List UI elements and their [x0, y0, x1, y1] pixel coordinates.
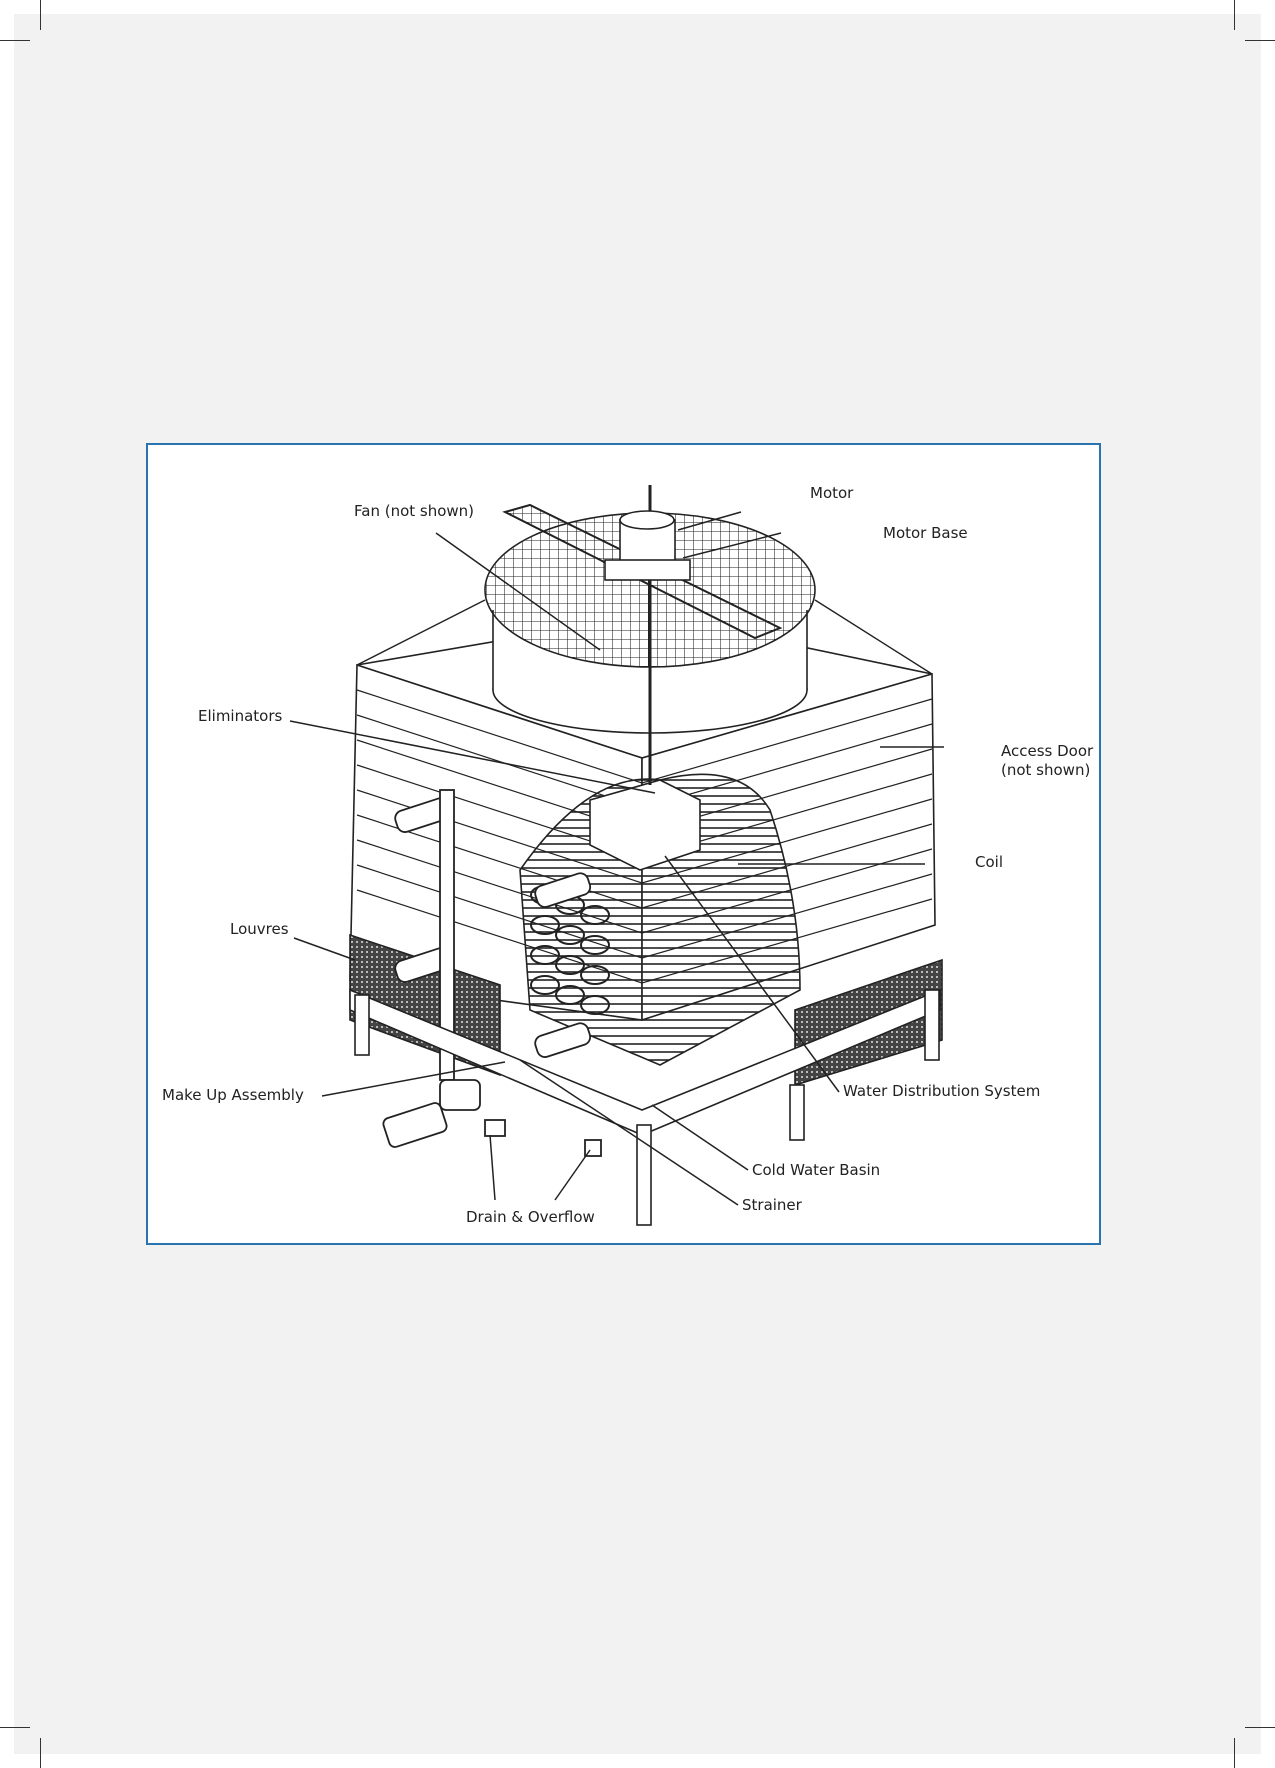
- label-motor: Motor: [810, 484, 854, 502]
- tower-body: [350, 485, 942, 1225]
- label-motor-base: Motor Base: [883, 524, 968, 542]
- label-fan: Fan (not shown): [354, 502, 474, 520]
- label-louvres: Louvres: [230, 920, 289, 938]
- label-coil: Coil: [975, 853, 1003, 871]
- label-make-up: Make Up Assembly: [162, 1086, 304, 1104]
- label-access-door-2: (not shown): [1001, 761, 1090, 779]
- label-cold-water-basin: Cold Water Basin: [752, 1161, 880, 1179]
- label-water-distribution: Water Distribution System: [843, 1082, 1040, 1100]
- label-strainer: Strainer: [742, 1196, 803, 1214]
- label-drain-overflow: Drain & Overflow: [466, 1208, 595, 1226]
- motor-base-plate: [605, 560, 690, 580]
- label-access-door-1: Access Door: [1001, 742, 1094, 760]
- label-eliminators: Eliminators: [198, 707, 283, 725]
- motor-top: [620, 511, 674, 529]
